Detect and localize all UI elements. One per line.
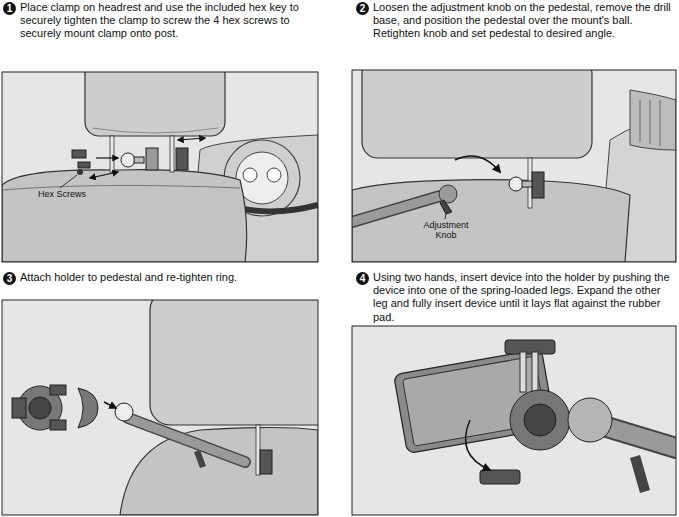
panel-three-art — [2, 300, 318, 515]
panel-frame — [2, 72, 318, 262]
step-number-text: 4 — [360, 273, 366, 284]
step-number: 2 — [356, 2, 369, 15]
panel-frame — [2, 300, 318, 515]
step-instruction: Using two hands, insert device into the … — [373, 271, 673, 324]
panel-one-art — [2, 72, 318, 262]
step-number: 3 — [3, 272, 16, 285]
step-number: 1 — [3, 2, 16, 15]
step-instruction: Attach holder to pedestal and re-tighten… — [20, 271, 315, 284]
panel-four-art — [352, 326, 676, 515]
step-instruction: Loosen the adjustment knob on the pedest… — [373, 1, 673, 41]
panel-two-art — [352, 70, 676, 262]
step-number-text: 2 — [360, 3, 366, 14]
panel-frame — [352, 70, 676, 262]
step-instruction: Place clamp on headrest and use the incl… — [20, 1, 320, 41]
step-number-text: 3 — [7, 273, 13, 284]
part-label: Adjustment Knob — [410, 220, 482, 242]
step-number-text: 1 — [7, 3, 13, 14]
step-number: 4 — [356, 272, 369, 285]
part-label: Hex Screws — [34, 189, 90, 201]
panel-frame — [352, 326, 676, 515]
